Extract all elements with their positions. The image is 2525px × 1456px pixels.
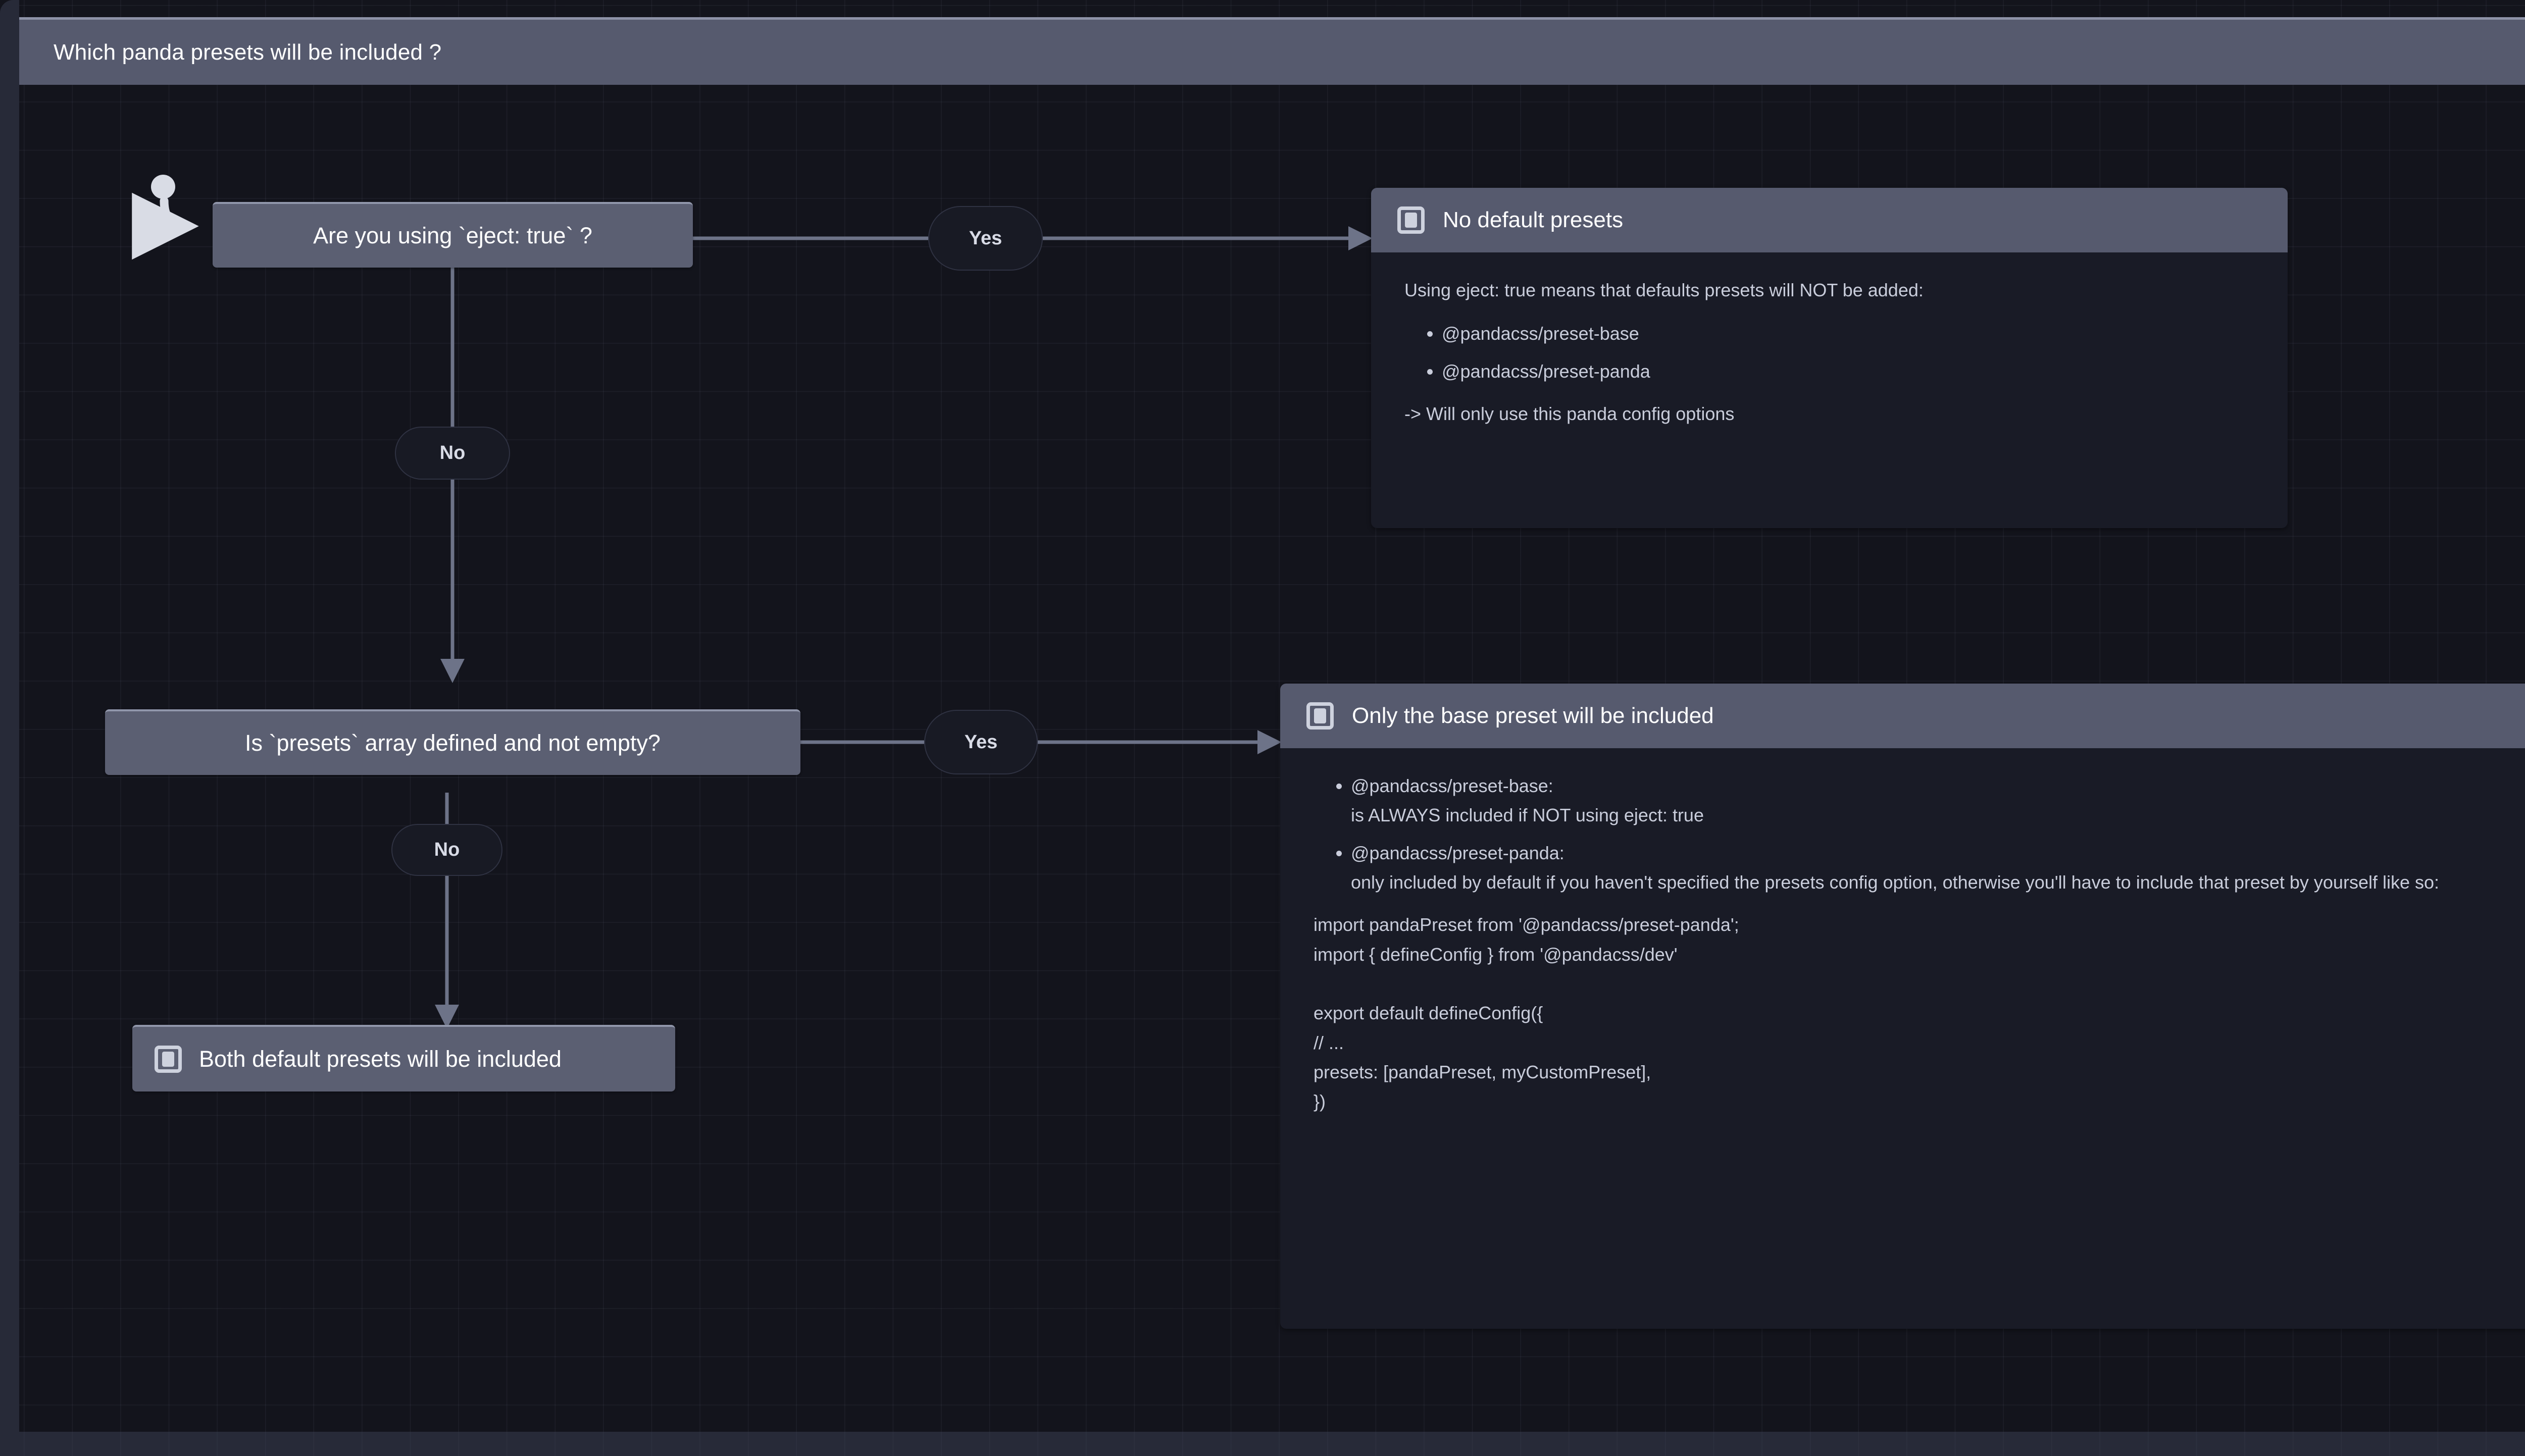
edge-label-yes-presets[interactable]: Yes: [924, 710, 1038, 774]
note-square-icon: [1397, 206, 1425, 234]
edge-label-no-presets-text: No: [434, 839, 460, 860]
start-dot-icon: [151, 175, 175, 199]
edge-label-yes-eject-text: Yes: [969, 227, 1002, 249]
decision-node-eject[interactable]: Are you using `eject: true` ?: [213, 202, 693, 268]
edge-label-yes-eject[interactable]: Yes: [928, 206, 1043, 271]
note-intro-text: Using eject: true means that defaults pr…: [1404, 280, 1924, 300]
list-item: @pandacss/preset-base: is ALWAYS include…: [1351, 771, 2525, 830]
note-panel-base-preset-only-header: Only the base preset will be included: [1280, 684, 2525, 748]
note-panel-no-default-presets-title: No default presets: [1443, 207, 1624, 232]
code-line: // ...: [1314, 1032, 1344, 1053]
canvas-footer-band: [19, 1432, 2525, 1456]
decision-node-eject-label: Are you using `eject: true` ?: [313, 223, 592, 248]
code-line: presets: [pandaPreset, myCustomPreset],: [1314, 1061, 1651, 1082]
edge-label-no-eject-text: No: [439, 442, 466, 463]
preset-name: @pandacss/preset-panda:: [1351, 842, 1564, 863]
edge-label-no-eject[interactable]: No: [395, 427, 510, 480]
decision-node-presets-array[interactable]: Is `presets` array defined and not empty…: [105, 709, 800, 775]
list-item: @pandacss/preset-panda: only included by…: [1351, 839, 2525, 898]
note-panel-no-default-presets-header: No default presets: [1371, 188, 2288, 252]
decision-node-presets-array-label: Is `presets` array defined and not empty…: [245, 730, 661, 756]
note-square-icon: [155, 1046, 182, 1073]
note-square-icon: [1306, 702, 1334, 730]
page-title: Which panda presets will be included ?: [54, 39, 442, 65]
code-line: }): [1314, 1091, 1326, 1112]
code-line: import pandaPreset from '@pandacss/prese…: [1314, 914, 1739, 935]
diagram-title-bar: Which panda presets will be included ?: [19, 17, 2525, 85]
note-panel-base-preset-only[interactable]: Only the base preset will be included @p…: [1280, 684, 2525, 1329]
preset-desc: is ALWAYS included if NOT using eject: t…: [1351, 805, 1704, 826]
result-node-both-default-presets[interactable]: Both default presets will be included: [132, 1025, 675, 1091]
note-panel-no-default-presets[interactable]: No default presets Using eject: true mea…: [1371, 188, 2288, 528]
preset-detail-list: @pandacss/preset-base: is ALWAYS include…: [1314, 771, 2525, 897]
code-snippet: import pandaPreset from '@pandacss/prese…: [1314, 910, 2525, 1116]
note-panel-no-default-presets-body: Using eject: true means that defaults pr…: [1371, 252, 2288, 469]
edge-label-no-presets[interactable]: No: [391, 824, 502, 876]
edge-label-yes-presets-text: Yes: [964, 731, 998, 753]
preset-name: @pandacss/preset-base:: [1351, 775, 1553, 796]
note-panel-base-preset-only-title: Only the base preset will be included: [1352, 703, 1714, 728]
result-node-both-default-presets-label: Both default presets will be included: [199, 1046, 562, 1072]
code-line: import { defineConfig } from '@pandacss/…: [1314, 944, 1678, 965]
list-item: @pandacss/preset-panda: [1442, 357, 2254, 386]
code-line: export default defineConfig({: [1314, 1003, 1543, 1024]
preset-desc: only included by default if you haven't …: [1351, 871, 2440, 893]
note-panel-base-preset-only-body: @pandacss/preset-base: is ALWAYS include…: [1280, 748, 2525, 1142]
preset-list: @pandacss/preset-base @pandacss/preset-p…: [1404, 319, 2254, 386]
code-line: [1314, 969, 2525, 999]
note-outro-text: -> Will only use this panda config optio…: [1404, 403, 1735, 424]
list-item: @pandacss/preset-base: [1442, 319, 2254, 348]
